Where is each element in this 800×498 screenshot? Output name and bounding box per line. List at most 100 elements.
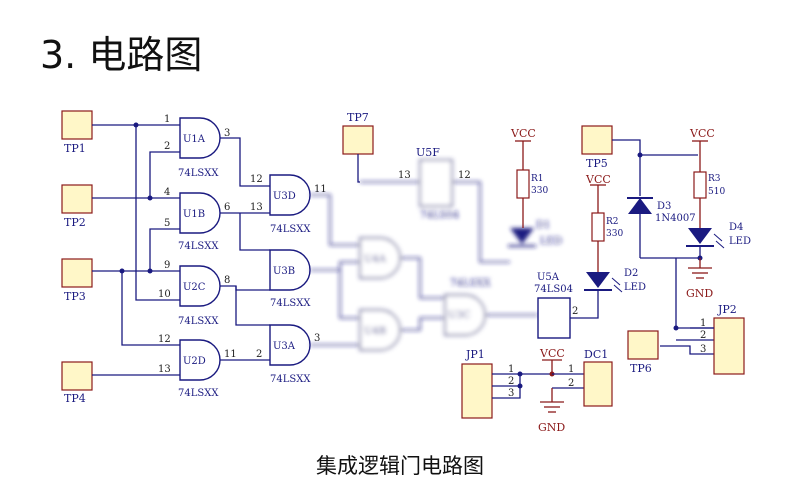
svg-text:U1B: U1B [183,209,205,220]
pin-13: 13 [158,364,171,375]
svg-text:330: 330 [531,186,548,196]
u5f-label: U5F [416,146,440,159]
svg-text:VCC: VCC [585,173,611,186]
input-wires [92,122,180,376]
svg-text:1: 1 [700,318,706,329]
svg-text:U3A: U3A [273,341,296,352]
page-heading: 3. 电路图 [40,33,203,77]
svg-text:74LSXX: 74LSXX [450,278,491,289]
stage1-wires [220,137,270,361]
tp5-pad [581,125,613,155]
gate-u3d: U3D 74LSXX [269,174,311,235]
svg-text:330: 330 [606,229,623,239]
tp1-label: TP1 [64,142,86,155]
tp7-wire [357,154,360,183]
diagram-caption: 集成逻辑门电路图 [316,454,484,478]
tp7-label: TP7 [347,111,369,124]
blurred-middle-logic: U4A U4B U3C 74LSXX 74LS04 D1 LED [310,159,562,351]
tp3-pad [61,258,93,288]
svg-text:74LSXX: 74LSXX [178,388,219,399]
svg-text:LED: LED [729,236,751,247]
svg-text:74LS04: 74LS04 [534,284,573,295]
tp3-label: TP3 [64,290,86,303]
tp4-label: TP4 [64,392,86,405]
pin-6: 6 [224,202,230,213]
r1-branch: VCC R1 330 [510,127,548,228]
pin-11-u3d: 11 [314,184,327,195]
pin-11: 11 [224,349,237,360]
svg-text:1: 1 [568,364,574,375]
svg-text:U4B: U4B [364,326,386,337]
pin-4: 4 [164,187,170,198]
pin-3-u3a: 3 [314,333,320,344]
svg-text:2: 2 [568,378,574,389]
u5a-branch: U5A 74LS04 2 VCC R2 330 D2 LED [534,173,646,339]
svg-text:VCC: VCC [689,127,715,140]
svg-text:GND: GND [538,421,565,434]
svg-text:2: 2 [572,306,578,317]
svg-text:D2: D2 [624,268,638,279]
pin-8: 8 [224,275,230,286]
tp5-label: TP5 [586,157,608,170]
svg-text:U1A: U1A [183,134,206,145]
svg-text:LED: LED [624,282,646,293]
power-section: VCC R3 510 D3 1N4007 D4 LED GND [612,127,751,355]
svg-text:VCC: VCC [510,127,536,140]
pin-3: 3 [224,128,230,139]
svg-text:U4A: U4A [364,254,387,265]
tp7-pad [342,125,374,155]
svg-text:D1: D1 [536,220,550,231]
svg-text:VCC: VCC [539,347,565,360]
tp6-label: TP6 [630,362,652,375]
svg-text:3: 3 [700,344,706,355]
gate-u2c: U2C 74LSXX [178,265,221,327]
svg-text:74LSXX: 74LSXX [178,316,219,327]
svg-text:74LSXX: 74LSXX [270,374,311,385]
gate-u2d: U2D 74LSXX [178,339,221,399]
svg-text:3: 3 [508,388,514,399]
svg-text:R2: R2 [606,217,619,227]
pin-5: 5 [164,218,170,229]
svg-text:74LSXX: 74LSXX [270,224,311,235]
svg-text:DC1: DC1 [584,348,608,361]
pin-2-u3a: 2 [256,349,262,360]
tp2-pad [61,184,93,214]
svg-text:74LSXX: 74LSXX [270,298,311,309]
tp2-label: TP2 [64,216,86,229]
svg-text:1N4007: 1N4007 [655,213,696,224]
svg-text:2: 2 [508,376,514,387]
svg-text:74LSXX: 74LSXX [178,168,219,179]
gate-u1a: U1A 74LSXX [178,117,221,179]
gate-u3a: U3A 74LSXX [269,324,311,385]
svg-text:D4: D4 [729,222,743,233]
svg-text:U2D: U2D [183,356,206,367]
svg-text:U3D: U3D [273,191,296,202]
svg-text:R3: R3 [708,174,721,184]
pin-2: 2 [164,141,170,152]
svg-text:U3C: U3C [448,310,471,321]
pin-13-u3d: 13 [250,202,263,213]
pin-12: 12 [158,334,171,345]
svg-text:74LSXX: 74LSXX [178,241,219,252]
svg-text:GND: GND [686,287,713,300]
svg-text:1: 1 [508,364,514,375]
pin-13-u5f: 13 [398,170,411,181]
jp1-dc1-section: JP1 1 2 3 VCC GND DC1 1 2 [461,347,613,434]
tp1-pad [61,110,93,140]
svg-text:JP2: JP2 [717,303,737,316]
tp6-pad [627,330,659,360]
pin-10: 10 [158,289,171,300]
pin-9: 9 [164,260,170,271]
svg-text:2: 2 [700,330,706,341]
pin-1: 1 [164,114,170,125]
svg-text:U5A: U5A [537,272,560,283]
gate-u3b: U3B 74LSXX [269,249,311,309]
svg-text:JP1: JP1 [465,348,485,361]
pin-12-u3d: 12 [250,174,263,185]
svg-text:U3B: U3B [273,266,295,277]
svg-text:74LS04: 74LS04 [420,210,459,221]
svg-text:LED: LED [540,236,562,247]
tp4-pad [61,361,93,391]
svg-text:510: 510 [708,187,725,197]
